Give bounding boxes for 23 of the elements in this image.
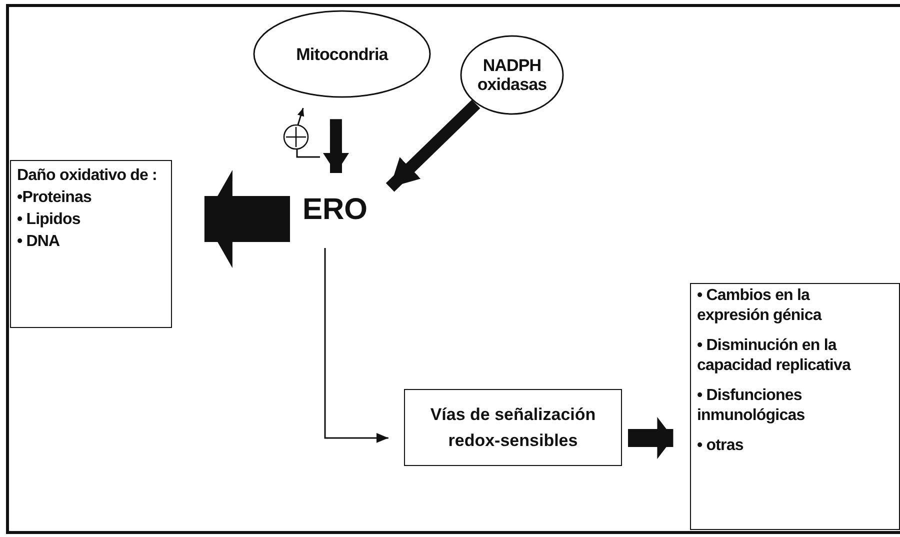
arrow xyxy=(323,119,349,173)
arrow xyxy=(296,108,320,158)
list-box xyxy=(10,160,172,328)
list-item: • DNA xyxy=(17,232,61,252)
node-label: Vías de señalización redox-sensibles xyxy=(429,404,597,452)
node-label: Mitocondria xyxy=(295,44,390,64)
list-item: • otras xyxy=(697,436,744,456)
process-box xyxy=(404,389,622,466)
arrow xyxy=(204,170,290,268)
list-item: • Disminución en la capacidad replicativa xyxy=(697,336,852,376)
ellipse-node xyxy=(253,10,431,98)
arrow xyxy=(324,248,388,443)
list-item: • Cambios en la expresión génica xyxy=(697,286,823,326)
list-item: • Disfunciones inmunológicas xyxy=(697,386,806,426)
list-item: • Lipidos xyxy=(17,210,82,230)
ellipse-node xyxy=(460,35,564,115)
arrow xyxy=(386,100,480,192)
node-label: NADPH oxidasas xyxy=(476,56,548,94)
list-item: •Proteinas xyxy=(17,188,93,208)
list-item: Daño oxidativo de : xyxy=(17,166,158,186)
arrow xyxy=(628,416,674,459)
node-label: ERO xyxy=(302,195,368,225)
list-box xyxy=(690,283,900,530)
